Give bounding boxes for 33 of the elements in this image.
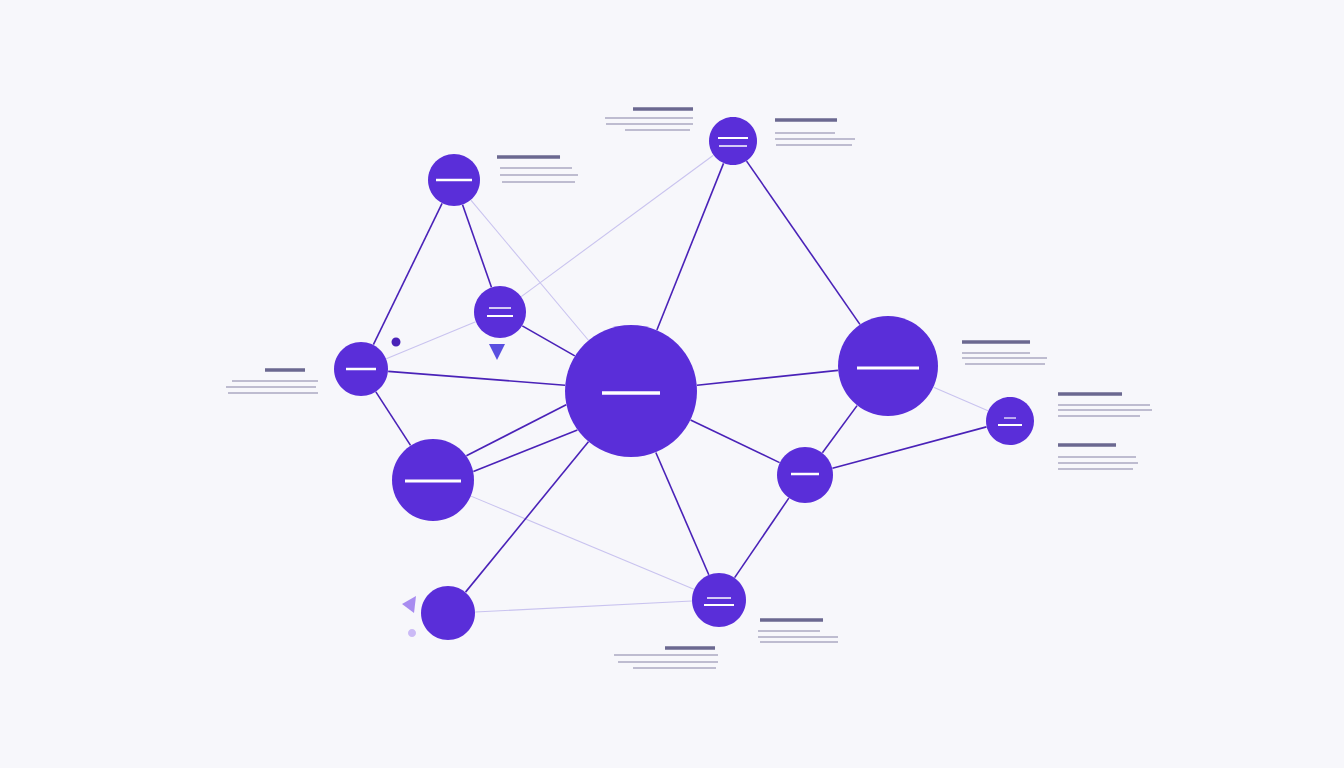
circle-node: [392, 439, 474, 521]
connector-line: [689, 419, 781, 464]
connector-line: [461, 204, 493, 288]
connector-line: [733, 497, 790, 579]
connector-line: [470, 199, 589, 341]
connector-line: [464, 440, 590, 593]
circle-node: [986, 397, 1034, 445]
circle-node: [709, 117, 757, 165]
circle-node: [474, 286, 526, 338]
connector-line: [474, 600, 693, 613]
circle-node: [838, 316, 938, 416]
connector-line: [372, 202, 443, 346]
connector-line: [821, 404, 858, 454]
connector-line: [831, 426, 988, 469]
circle-node: [428, 154, 480, 206]
connector-line: [655, 451, 710, 576]
circle-node: [421, 586, 475, 640]
connector-line: [656, 162, 725, 331]
connector-line: [933, 386, 989, 412]
connector-line: [387, 370, 566, 387]
connector-line: [465, 403, 567, 457]
circle-node: [777, 447, 833, 503]
connector-line: [521, 325, 576, 357]
circle-node: [692, 573, 746, 627]
connector-line: [472, 429, 579, 473]
circle-node: [334, 342, 388, 396]
connector-line: [375, 391, 412, 447]
connector-line: [696, 369, 839, 387]
connector-line: [385, 321, 477, 360]
connector-line: [520, 154, 714, 298]
connector-line: [745, 160, 861, 326]
circle-node: [565, 325, 697, 457]
connector-line: [470, 495, 695, 590]
